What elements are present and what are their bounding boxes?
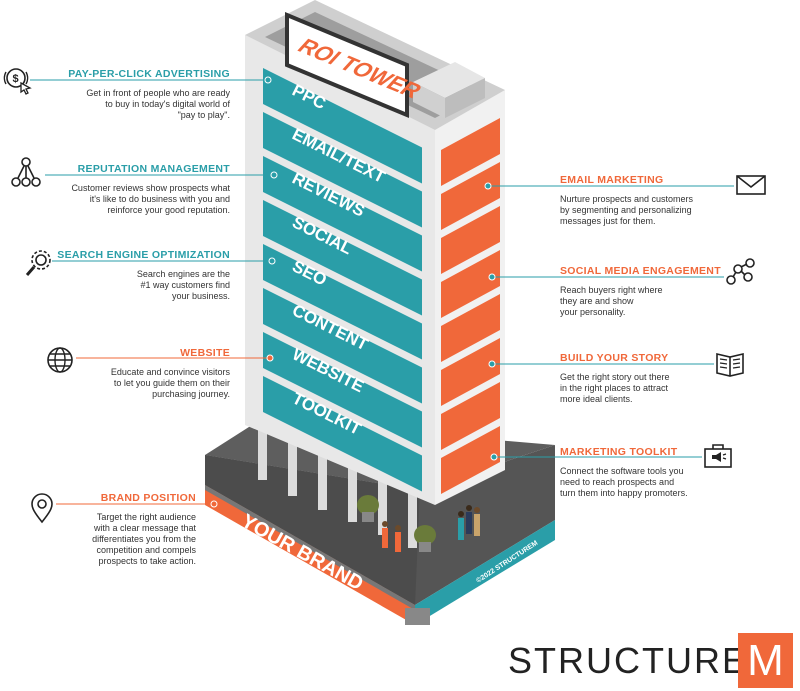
callout-seo: SEARCH ENGINE OPTIMIZATION Search engine…	[0, 249, 230, 302]
right-window-8	[441, 426, 500, 494]
dollar-cursor-icon: $	[3, 68, 32, 95]
callout-title: BRAND POSITION	[100, 492, 196, 504]
svg-text:$: $	[13, 73, 19, 85]
roi-tower-sign: ROI TOWER	[285, 12, 428, 118]
rooftop-unit	[413, 62, 485, 98]
callout-title: PAY-PER-CLICK ADVERTISING	[68, 68, 230, 80]
floor-panel-1	[263, 68, 422, 184]
open-book-icon	[716, 352, 744, 377]
callout-title: SEARCH ENGINE OPTIMIZATION	[57, 249, 230, 261]
right-window-7	[441, 382, 500, 450]
potted-plants	[357, 495, 436, 552]
connector-dot-6	[484, 182, 492, 190]
people-figures	[382, 505, 480, 552]
connector-dot-1	[264, 76, 272, 84]
connector-dot-4	[266, 354, 274, 362]
social-share-icon	[726, 258, 755, 285]
connector-dot-2	[270, 171, 278, 179]
callout-marketing-toolkit: MARKETING TOOLKIT Connect the software t…	[560, 446, 790, 499]
floor-panel-4	[263, 200, 422, 316]
right-window-6	[441, 338, 500, 406]
location-pin-icon	[31, 493, 53, 524]
callout-body: Search engines are the#1 way customers f…	[136, 269, 230, 301]
callout-title: SOCIAL MEDIA ENGAGEMENT	[560, 265, 721, 277]
envelope-icon	[736, 175, 766, 195]
right-windows	[441, 118, 500, 494]
callout-ppc: PAY-PER-CLICK ADVERTISING Get in front o…	[0, 68, 230, 121]
callout-title: EMAIL MARKETING	[560, 174, 664, 186]
floor-panel-5	[263, 244, 422, 360]
callout-social-media: SOCIAL MEDIA ENGAGEMENT Reach buyers rig…	[560, 265, 790, 318]
connector-dot-8	[488, 360, 496, 368]
support-columns	[258, 420, 417, 548]
right-window-2	[441, 162, 500, 230]
toolbox-icon	[704, 444, 732, 468]
connector-dot-5	[210, 500, 218, 508]
right-window-3	[441, 206, 500, 274]
right-window-5	[441, 294, 500, 362]
right-window-1	[441, 118, 500, 186]
structurem-logo-mark: M	[738, 633, 793, 688]
right-window-4	[441, 250, 500, 318]
callout-brand-position: BRAND POSITION Target the right audience…	[0, 492, 196, 567]
floor-panel-8	[263, 376, 422, 492]
structure-wordmark: STRUCTURE	[508, 640, 748, 681]
callout-title: REPUTATION MANAGEMENT	[77, 163, 230, 175]
callout-build-story: BUILD YOUR STORY Get the right story out…	[560, 352, 790, 405]
callout-title: BUILD YOUR STORY	[560, 352, 669, 364]
network-icon	[11, 157, 41, 187]
floor-panel-6	[263, 288, 422, 404]
globe-icon	[47, 347, 73, 373]
callout-connectors	[30, 76, 734, 508]
connector-dot-3	[268, 257, 276, 265]
floor-panel-3	[263, 156, 422, 272]
callout-title: WEBSITE	[180, 347, 230, 359]
callout-reputation: REPUTATION MANAGEMENT Customer reviews s…	[0, 163, 230, 216]
callout-email-marketing: EMAIL MARKETING Nurture prospects and cu…	[560, 174, 790, 227]
floor-panel-2	[263, 112, 422, 228]
callout-title: MARKETING TOOLKIT	[560, 446, 678, 458]
connector-dot-9	[490, 453, 498, 461]
floor-panel-7	[263, 332, 422, 448]
connector-dot-7	[488, 273, 496, 281]
gear-search-icon	[25, 250, 51, 276]
